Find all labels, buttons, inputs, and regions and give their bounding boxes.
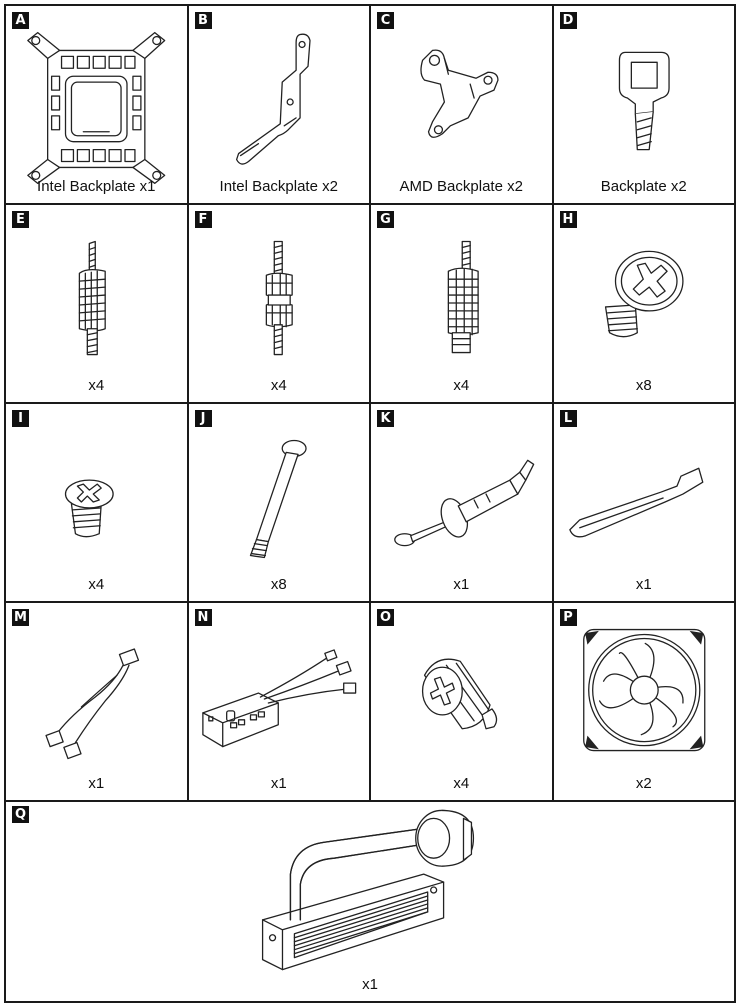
spatula-icon: [568, 467, 703, 538]
part-cell-g: G x4: [371, 205, 554, 404]
part-cell-h: H x8: [553, 205, 736, 404]
part-cell-b: B Intel Backplate x2: [188, 6, 371, 205]
part-caption: x1: [362, 976, 378, 993]
intel-bracket-icon: [235, 33, 311, 165]
part-cell-e: E x4: [6, 205, 189, 404]
part-cell-f: F x4: [188, 205, 371, 404]
controller-hub-icon: [201, 649, 356, 748]
part-caption: Backplate x2: [600, 178, 687, 195]
part-letter: Q: [12, 806, 29, 823]
part-cell-a: A Intel Backplate x1: [6, 6, 189, 205]
standoff-icon: [265, 240, 293, 356]
part-letter: P: [559, 609, 577, 626]
part-caption: x8: [635, 377, 652, 394]
backplate-tool-icon: [618, 51, 670, 151]
thumb-nut-icon: [421, 658, 498, 730]
part-caption: x1: [635, 576, 652, 593]
flat-screw-icon: [64, 479, 114, 538]
part-caption: x1: [270, 775, 287, 792]
thermal-paste-syringe-icon: [394, 459, 535, 547]
part-letter: K: [377, 410, 394, 427]
part-cell-m: M x1: [6, 603, 189, 802]
part-letter: F: [194, 211, 212, 228]
parts-grid: A Intel Backplate x1 B: [4, 4, 736, 802]
radiator-pump-icon: [261, 809, 475, 971]
part-cell-q: Q x1: [4, 800, 736, 1003]
part-cell-k: K x1: [371, 404, 554, 603]
part-cell-i: I x4: [6, 404, 189, 603]
fan-screw-icon: [604, 250, 684, 338]
part-letter: M: [12, 609, 29, 626]
part-caption: AMD Backplate x2: [399, 178, 523, 195]
part-letter: I: [12, 410, 29, 427]
part-cell-j: J x8: [188, 404, 371, 603]
part-letter: B: [194, 12, 212, 29]
part-caption: x4: [88, 576, 105, 593]
part-cell-o: O x4: [371, 603, 554, 802]
standoff-icon: [78, 240, 106, 356]
part-cell-l: L x1: [553, 404, 736, 603]
part-letter: O: [377, 609, 394, 626]
part-letter: N: [194, 609, 212, 626]
y-splitter-cable-icon: [45, 648, 140, 760]
part-caption: x2: [635, 775, 652, 792]
part-caption: x4: [453, 377, 470, 394]
part-letter: C: [377, 12, 394, 29]
part-cell-n: N x1: [188, 603, 371, 802]
long-screw-icon: [249, 439, 307, 559]
fan-icon: [582, 628, 705, 752]
part-caption: x4: [88, 377, 105, 394]
standoff-icon: [447, 240, 479, 354]
part-letter: A: [12, 12, 29, 29]
intel-backplate-icon: [27, 31, 166, 184]
part-letter: D: [559, 12, 577, 29]
part-caption: Intel Backplate x1: [37, 178, 156, 195]
part-cell-d: D Backplate x2: [553, 6, 736, 205]
part-letter: H: [559, 211, 577, 228]
part-letter: E: [12, 211, 29, 228]
part-cell-c: C AMD Backplate x2: [371, 6, 554, 205]
part-cell-p: P x2: [553, 603, 736, 802]
part-caption: x1: [88, 775, 105, 792]
part-caption: x1: [453, 576, 470, 593]
part-caption: x4: [453, 775, 470, 792]
part-caption: Intel Backplate x2: [219, 178, 338, 195]
part-caption: x8: [270, 576, 287, 593]
part-letter: G: [377, 211, 394, 228]
part-letter: J: [194, 410, 212, 427]
part-caption: x4: [270, 377, 287, 394]
amd-bracket-icon: [420, 49, 499, 138]
part-letter: L: [559, 410, 577, 427]
